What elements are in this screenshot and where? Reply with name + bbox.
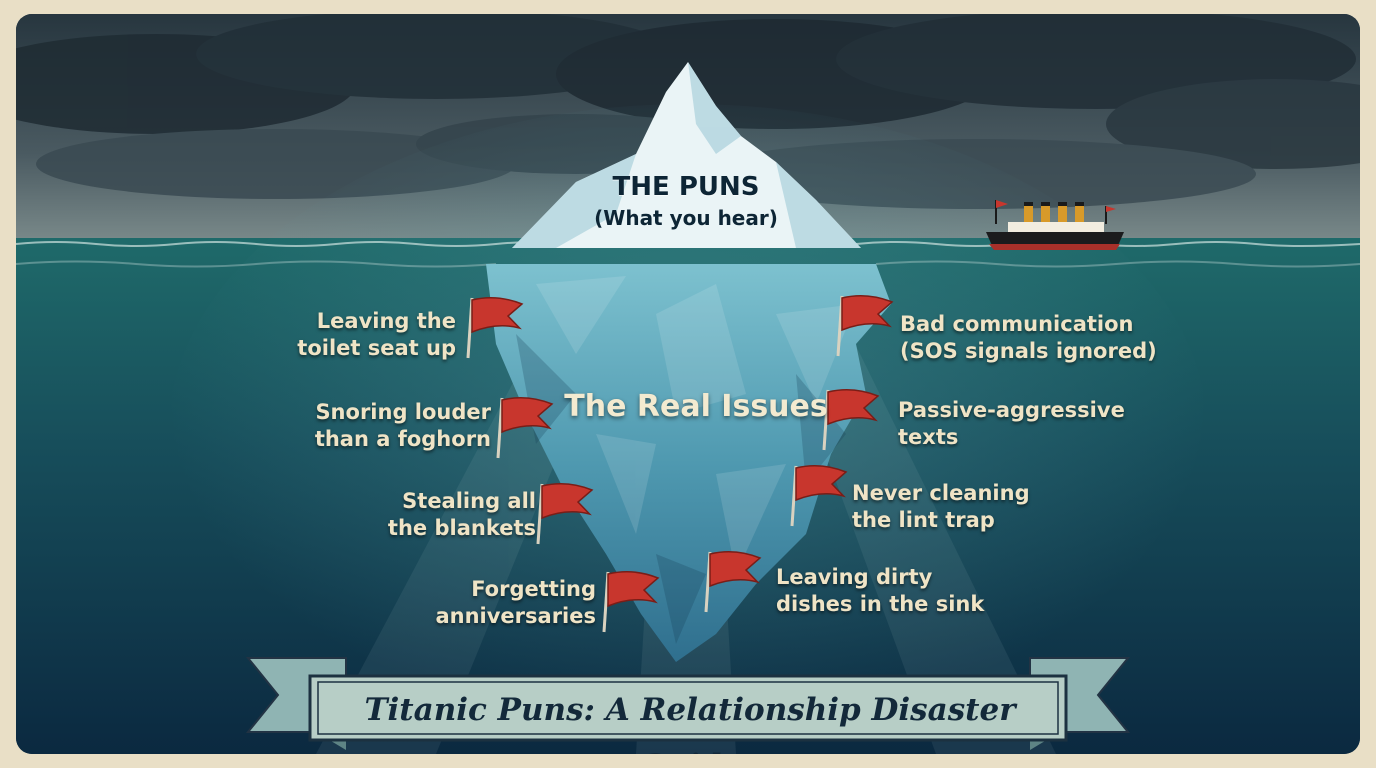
tip-heading: THE PUNS bbox=[612, 172, 760, 202]
red-flag-icon bbox=[496, 397, 554, 459]
tip-subheading: (What you hear) bbox=[594, 206, 778, 230]
issue-right-2: Passive-aggressive texts bbox=[898, 398, 1125, 449]
red-flag-icon bbox=[704, 551, 762, 613]
red-flags bbox=[466, 295, 894, 633]
issue-left-1: Leaving the toilet seat up bbox=[297, 309, 456, 360]
issue-right-3: Never cleaning the lint trap bbox=[852, 481, 1030, 532]
iceberg-underwater-icon bbox=[486, 264, 891, 662]
iceberg-facets bbox=[536, 276, 856, 574]
ship-icon bbox=[986, 200, 1124, 250]
red-flag-icon bbox=[790, 465, 848, 527]
red-flag-icon bbox=[822, 389, 880, 451]
tip-shading bbox=[512, 62, 861, 248]
red-flag-icon bbox=[536, 483, 594, 545]
issue-left-4: Forgetting anniversaries bbox=[435, 577, 596, 628]
issue-right-4: Leaving dirty dishes in the sink bbox=[776, 565, 985, 616]
red-flag-icon bbox=[466, 297, 524, 359]
issue-left-3: Stealing all the blankets bbox=[387, 489, 536, 540]
issue-right-1: Bad communication (SOS signals ignored) bbox=[900, 312, 1157, 363]
issue-left-2: Snoring louder than a foghorn bbox=[314, 400, 491, 451]
poster: THE PUNS (What you hear) The Real Issues… bbox=[16, 14, 1360, 754]
banner-ribbon-icon bbox=[245, 657, 1131, 750]
red-flag-icon bbox=[602, 571, 660, 633]
center-label: The Real Issues bbox=[564, 389, 828, 424]
red-flag-icon bbox=[836, 295, 894, 357]
iceberg-illustration bbox=[16, 14, 1360, 754]
page-title: Titanic Puns: A Relationship Disaster Gu… bbox=[364, 692, 1016, 754]
